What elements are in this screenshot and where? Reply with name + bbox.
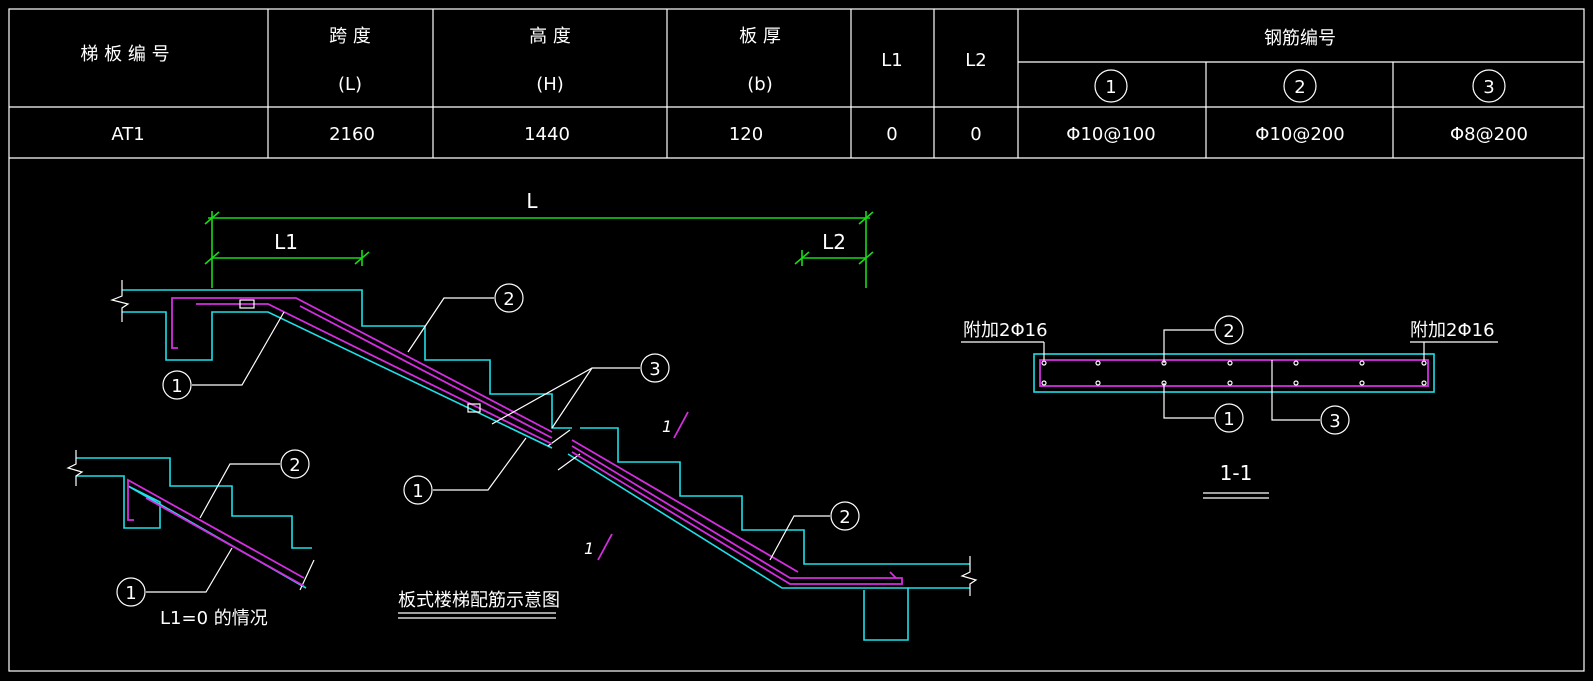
callout-circle-1 bbox=[162, 370, 192, 400]
callout-1b-label: 1 bbox=[412, 481, 423, 502]
main-stair-diagram: L L1 L2 bbox=[110, 189, 978, 641]
callout-circle-2b bbox=[830, 501, 860, 531]
section-cut-mark-a bbox=[673, 411, 689, 439]
section-note-left: 附加2Φ16 bbox=[963, 320, 1048, 341]
dim-l2-label: L2 bbox=[822, 230, 846, 254]
section-mark-a-label: 1 bbox=[662, 417, 672, 436]
header-thickness-unit: (b) bbox=[747, 74, 772, 95]
cell-rebar-2: Φ10@200 bbox=[1255, 124, 1344, 145]
section-note-right: 附加2Φ16 bbox=[1410, 320, 1495, 341]
header-thickness: 板 厚 bbox=[739, 26, 781, 47]
dim-l1-label: L1 bbox=[274, 230, 298, 254]
header-rebar-group: 钢筋编号 bbox=[1264, 28, 1336, 49]
header-span: 跨 度 bbox=[329, 26, 371, 47]
header-rebar-1: 1 bbox=[1105, 77, 1116, 98]
stair-rebar bbox=[171, 297, 903, 585]
rebar-3-marker bbox=[1472, 69, 1506, 103]
header-height: 高 度 bbox=[529, 26, 571, 47]
cell-l1: 0 bbox=[886, 124, 897, 145]
break-marks bbox=[110, 280, 978, 596]
section-callout-circle-2 bbox=[1214, 315, 1244, 345]
section-callout-circle-3 bbox=[1320, 405, 1350, 435]
cell-rebar-3: Φ8@200 bbox=[1450, 124, 1528, 145]
section-callout-2-label: 2 bbox=[1223, 321, 1234, 342]
small-diagram-caption: L1=0 的情况 bbox=[160, 608, 268, 629]
callout-2-label: 2 bbox=[503, 289, 514, 310]
section-title: 1-1 bbox=[1220, 461, 1253, 485]
dim-l-label: L bbox=[526, 189, 538, 213]
stair-concrete-outline bbox=[122, 289, 970, 641]
section-callout-circle-1 bbox=[1214, 403, 1244, 433]
callout-3-label: 3 bbox=[649, 359, 660, 380]
header-l1: L1 bbox=[881, 50, 902, 71]
small-callout-circle-2 bbox=[280, 449, 310, 479]
small-callout-1-label: 1 bbox=[125, 583, 136, 604]
section-mark-b-label: 1 bbox=[584, 539, 594, 558]
callout-circle-2 bbox=[494, 283, 524, 313]
callout-circle-1b bbox=[403, 475, 433, 505]
section-rebar-dots bbox=[1041, 360, 1427, 386]
section-rebar-outline bbox=[1039, 359, 1429, 387]
cell-height: 1440 bbox=[524, 124, 570, 145]
rebar-2-marker bbox=[1283, 69, 1317, 103]
section-concrete-outline bbox=[1033, 353, 1435, 393]
dimension-lines bbox=[204, 211, 874, 288]
section-callout-1-label: 1 bbox=[1223, 409, 1234, 430]
small-callout-circle-1 bbox=[116, 577, 146, 607]
callout-2b-label: 2 bbox=[839, 507, 850, 528]
cell-slab-id: AT1 bbox=[111, 124, 144, 145]
rebar-1-marker bbox=[1094, 69, 1128, 103]
section-cut-mark-b bbox=[597, 533, 613, 561]
cell-thickness: 120 bbox=[729, 124, 763, 145]
drawing-border bbox=[8, 8, 1585, 672]
cell-l2: 0 bbox=[970, 124, 981, 145]
main-diagram-title: 板式楼梯配筋示意图 bbox=[398, 590, 560, 611]
header-l2: L2 bbox=[965, 50, 986, 71]
cell-rebar-1: Φ10@100 bbox=[1066, 124, 1155, 145]
callout-circle-3 bbox=[640, 353, 670, 383]
callout-1-label: 1 bbox=[171, 376, 182, 397]
header-slab-id: 梯 板 编 号 bbox=[80, 44, 169, 65]
small-stair-diagram: 2 1 L1=0 的情况 bbox=[66, 449, 315, 629]
section-1-1: 附加2Φ16 附加2Φ16 2 1 3 1-1 bbox=[961, 315, 1498, 499]
main-callouts bbox=[162, 283, 860, 561]
rebar-table: 梯 板 编 号 跨 度 (L) 高 度 (H) 板 厚 (b) L1 L2 钢筋… bbox=[8, 8, 1585, 672]
small-callout-2-label: 2 bbox=[289, 455, 300, 476]
header-rebar-3: 3 bbox=[1483, 77, 1494, 98]
header-height-unit: (H) bbox=[536, 74, 564, 95]
cell-span: 2160 bbox=[329, 124, 375, 145]
header-span-unit: (L) bbox=[338, 74, 362, 95]
header-rebar-2: 2 bbox=[1294, 77, 1305, 98]
section-callout-3-label: 3 bbox=[1329, 411, 1340, 432]
